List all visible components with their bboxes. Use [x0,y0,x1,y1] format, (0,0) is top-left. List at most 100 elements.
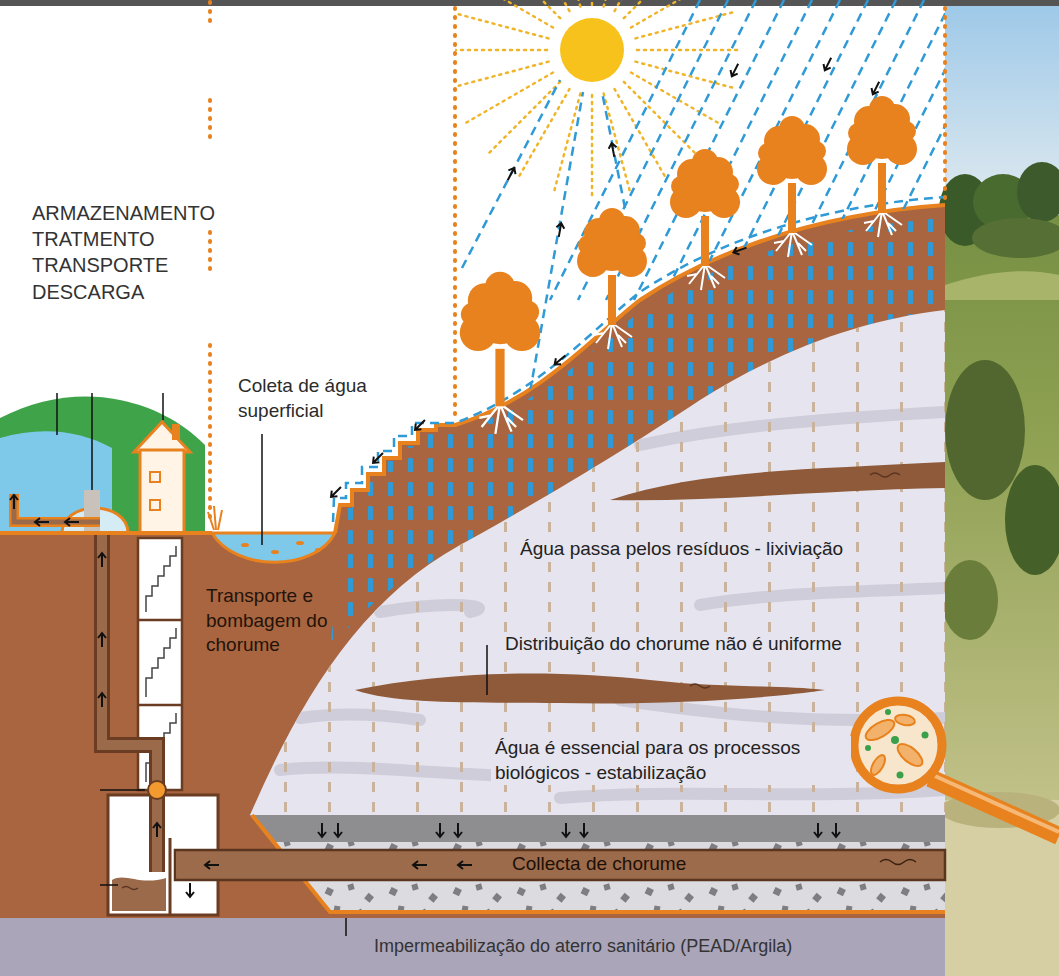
leachate-pipe [205,861,219,869]
magnifier [868,753,888,777]
sky-processes [830,0,980,300]
pumping-station [112,877,166,911]
leachate-pipe [458,861,472,869]
surface-landscape [0,397,205,533]
drainage-layer [580,823,588,837]
pumping-station [98,693,106,707]
magnifier [865,745,871,751]
sky-processes [555,222,565,237]
sky-processes [591,0,594,5]
pumping-station [153,823,161,837]
cover-surface [328,197,945,533]
surface-landscape [65,518,79,526]
sky-processes [504,166,518,182]
landscape-photo [1017,162,1059,222]
leader-line [345,918,347,936]
sky-processes [631,0,722,28]
leachate-pipe [175,850,945,905]
pumping-station [98,633,106,647]
dotted-divider [208,345,212,520]
surface-landscape [150,472,160,482]
sky-processes [690,0,840,300]
landscape-photo [1005,465,1059,575]
landscape-photo [972,218,1059,258]
runoff-pond [315,548,321,552]
callout-label: Coleta de água superficial [238,374,413,423]
sky-processes [447,62,548,89]
pumping-station [122,887,138,890]
surface-landscape [14,494,100,522]
magnifier [863,709,929,779]
surface-landscape [162,393,164,420]
sky-processes [637,49,742,52]
leachate-pipe [176,852,192,878]
sky-processes [728,62,741,78]
sky-processes [517,0,570,11]
runoff-pond [208,434,335,562]
magnifier [930,778,1059,836]
pumping-station [100,884,118,886]
pumping-station [98,553,106,567]
runoff-pond [271,550,279,554]
sky-processes [462,0,1008,392]
landscape-photo [945,360,1025,500]
callout-label: Distribuição do chorume não é uniforme [501,632,846,657]
surface-landscape [140,450,184,533]
top-strip [0,0,1059,6]
dotted-divider [210,2,945,520]
waste-mass [355,673,825,703]
runoff-pond [241,543,249,547]
sky-processes [462,0,553,28]
trees [577,208,647,349]
sky-processes [602,92,625,208]
surface-landscape [134,422,190,452]
sky-processes [486,82,560,156]
trees [757,116,827,257]
surface-landscape [14,494,100,522]
sky-processes [442,49,547,52]
drainage-layer [562,823,570,837]
trees [847,96,917,237]
sky-processes [591,95,594,200]
dotted-divider [943,8,947,200]
sky-processes [615,89,668,180]
sky-processes [604,93,631,194]
pumping-station [148,781,166,799]
drainage-layer [250,815,945,842]
cover-surface [335,205,945,533]
dotted-divider [208,100,212,140]
trees [670,149,740,290]
runoff-pond [261,434,263,545]
magnifier [897,772,904,779]
dotted-divider [208,2,212,25]
sky-processes [821,56,834,72]
surface-landscape [56,393,58,435]
callout-label: Água é essencial para os processos bioló… [491,736,851,785]
callout-label: Transporte e bombagem do chorume [206,584,356,658]
pumping-station [169,838,172,915]
pumping-station [102,520,157,872]
runoff-pond [241,541,321,554]
sky-processes [553,0,580,7]
sky-processes [631,73,722,126]
magnifier [854,701,1059,836]
callout-label: Água passa pelos resíduos - lixiviação [516,537,847,562]
stage-label: ARMAZENAMENTO [32,200,215,226]
runoff-pond [296,541,304,545]
surface-landscape [10,495,18,509]
cover-surface [370,450,386,466]
sky-processes [517,89,570,180]
drainage-layer [832,823,840,837]
sky-processes [718,0,868,300]
liner-band [0,918,945,976]
sky-processes [608,142,619,157]
leachate-pipe [413,861,427,869]
surface-landscape [150,500,160,510]
magnifier [854,701,942,789]
cover-surface [328,484,344,500]
pumping-station [146,628,176,697]
surface-landscape [35,518,49,526]
surface-landscape [0,431,112,533]
runoff-pond [212,533,335,562]
drainage-layer [334,823,342,837]
